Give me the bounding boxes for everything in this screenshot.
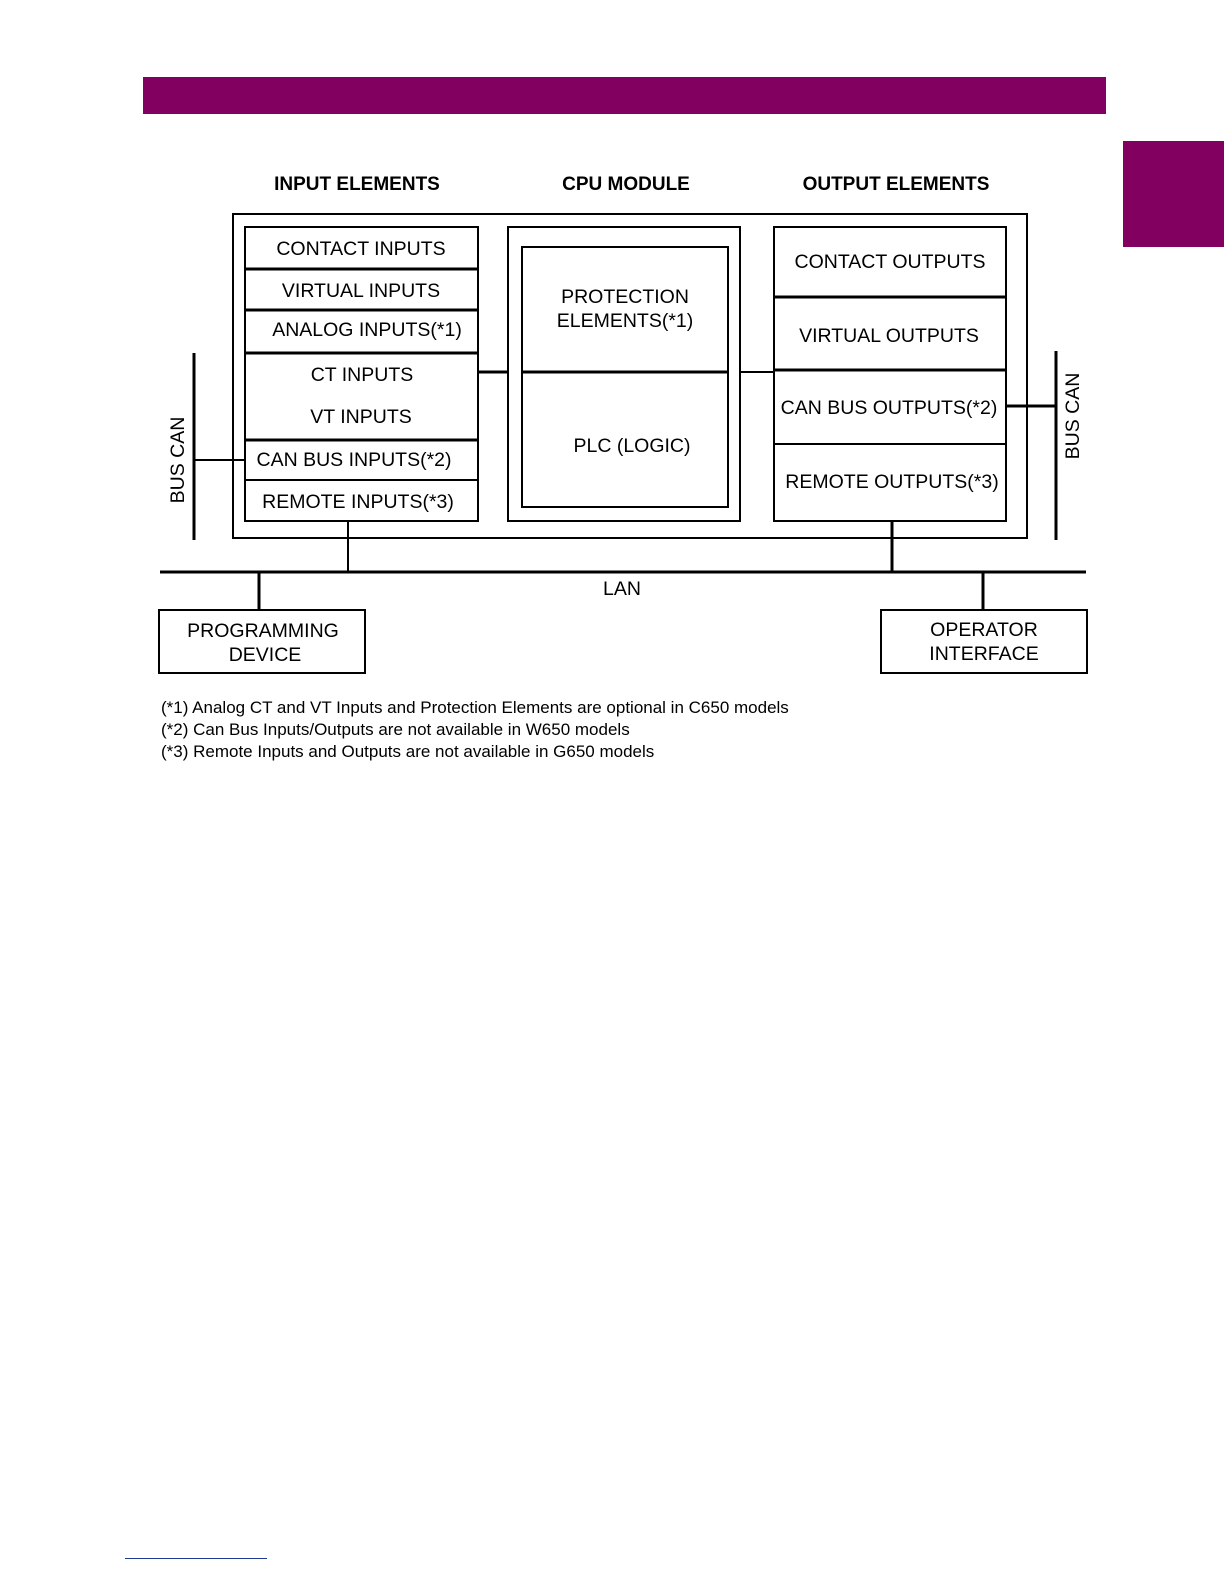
- protection-elements-label: PROTECTION: [561, 286, 689, 308]
- cpu-module: PROTECTION ELEMENTS(*1) PLC (LOGIC): [507, 226, 741, 522]
- section-tab: [1123, 141, 1224, 247]
- operator-interface-label-line2: INTERFACE: [929, 643, 1038, 665]
- vt-inputs-label: VT INPUTS: [310, 406, 412, 428]
- operator-interface-label: OPERATOR: [930, 619, 1038, 641]
- cpu-inner-box: [521, 246, 729, 508]
- plc-logic-label: PLC (LOGIC): [573, 435, 690, 457]
- operator-interface-box: [880, 609, 1088, 674]
- header-bar: [143, 77, 1106, 114]
- output-column-box: [773, 226, 1007, 522]
- bus-can-left-label: BUS CAN: [167, 417, 189, 504]
- protection-elements-label-line2: ELEMENTS(*1): [557, 310, 694, 332]
- output-elements-column: CONTACT OUTPUTS VIRTUAL OUTPUTS CAN BUS …: [773, 226, 1007, 522]
- input-elements-column: CONTACT INPUTS VIRTUAL INPUTS ANALOG INP…: [244, 226, 479, 522]
- heading-cpu-module: CPU MODULE: [562, 174, 690, 195]
- programming-device-label: PROGRAMMING: [187, 620, 339, 642]
- can-bus-inputs-label: CAN BUS INPUTS(*2): [256, 449, 451, 471]
- lan-label: LAN: [603, 578, 641, 600]
- input-column-box: [244, 226, 479, 522]
- contact-inputs-label: CONTACT INPUTS: [276, 238, 445, 260]
- footnote-1: (*1) Analog CT and VT Inputs and Protect…: [161, 698, 789, 717]
- heading-input-elements: INPUT ELEMENTS: [274, 174, 440, 195]
- programming-device-label-line2: DEVICE: [229, 644, 302, 666]
- remote-inputs-label: REMOTE INPUTS(*3): [262, 491, 454, 513]
- remote-outputs-label: REMOTE OUTPUTS(*3): [785, 471, 998, 493]
- contact-outputs-label: CONTACT OUTPUTS: [794, 251, 985, 273]
- programming-device-box: [158, 609, 366, 674]
- heading-output-elements: OUTPUT ELEMENTS: [803, 174, 990, 195]
- enclosure-box: [232, 213, 1028, 539]
- virtual-outputs-label: VIRTUAL OUTPUTS: [799, 325, 979, 347]
- analog-inputs-label: ANALOG INPUTS(*1): [272, 319, 462, 341]
- cpu-outer-box: [507, 226, 741, 522]
- footnote-3: (*3) Remote Inputs and Outputs are not a…: [161, 742, 654, 761]
- can-bus-outputs-label: CAN BUS OUTPUTS(*2): [781, 397, 998, 419]
- virtual-inputs-label: VIRTUAL INPUTS: [282, 280, 440, 302]
- footer-rule: [125, 1558, 267, 1559]
- ct-inputs-label: CT INPUTS: [311, 364, 414, 386]
- bus-can-right-label: BUS CAN: [1062, 373, 1084, 460]
- footnote-2: (*2) Can Bus Inputs/Outputs are not avai…: [161, 720, 630, 739]
